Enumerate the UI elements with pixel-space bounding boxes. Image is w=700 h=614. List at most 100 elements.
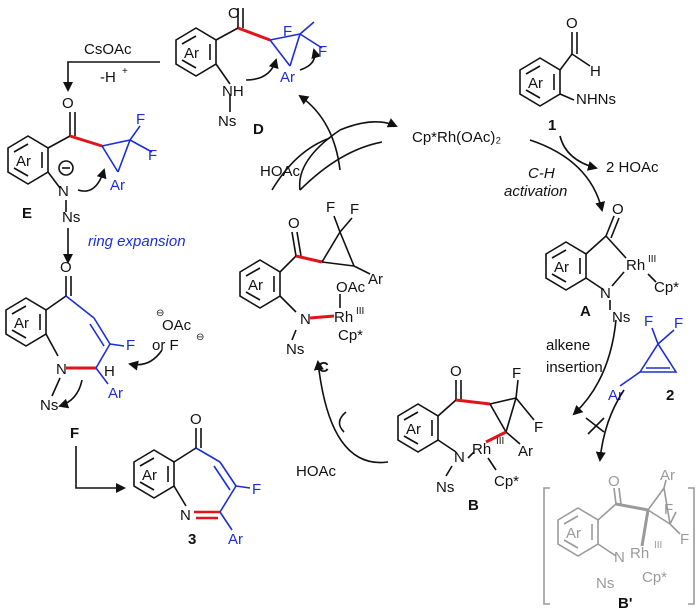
E-f1-label: F xyxy=(136,111,145,128)
D-ar2-label: Ar xyxy=(280,69,295,86)
E-ar-label: Ar xyxy=(16,153,31,170)
intermediate-B xyxy=(397,379,535,477)
C-cp-label: Cp* xyxy=(338,327,363,344)
C-rh-ox: III xyxy=(356,306,364,317)
C-n-label: N xyxy=(300,311,311,328)
Bp-o-label: O xyxy=(608,473,620,490)
ch-activation-line1: C-H xyxy=(528,165,555,182)
Bp-n-label: N xyxy=(614,549,625,566)
D-ns-label: Ns xyxy=(218,113,236,130)
B-n-label: N xyxy=(454,449,465,466)
label-D: D xyxy=(253,121,264,138)
hoac-bottom-label: HOAc xyxy=(296,463,337,480)
hoac-top-label: HOAc xyxy=(260,163,301,180)
C-ar2-label: Ar xyxy=(368,271,383,288)
product-3 xyxy=(133,428,251,531)
2-f2-label: F xyxy=(674,315,683,332)
csoac-arrow xyxy=(63,61,160,92)
B-f1-label: F xyxy=(512,365,521,382)
compound-D xyxy=(175,8,323,112)
B-rh-label: Rh xyxy=(472,441,491,458)
F-o-label: O xyxy=(60,259,72,276)
F-ar-label: Ar xyxy=(14,315,29,332)
D-f2-label: F xyxy=(318,43,327,60)
C-o-label: O xyxy=(288,215,300,232)
B-rh-ox: III xyxy=(496,436,504,447)
D-o-label: O xyxy=(228,5,240,22)
F-n-label: N xyxy=(56,361,67,378)
ch-activation-line2: activation xyxy=(504,183,567,200)
compound-E xyxy=(7,112,153,212)
B-ar-label: Ar xyxy=(406,421,421,438)
f-to-3-arrow xyxy=(75,446,126,493)
F-f-label: F xyxy=(126,337,135,354)
label-C: C xyxy=(318,359,329,376)
Bp-f2-label: F xyxy=(680,531,689,548)
intermediate-B-prime xyxy=(543,479,695,605)
1-o-label: O xyxy=(566,15,578,32)
plus-sign: + xyxy=(122,66,128,77)
label-B-prime: B' xyxy=(618,595,632,612)
Bp-cp-label: Cp* xyxy=(642,569,667,586)
or-f-label: or F xyxy=(152,337,179,354)
1-nhns-label: NHNs xyxy=(576,91,616,108)
E-n-label: N xyxy=(58,183,69,200)
label-3: 3 xyxy=(188,531,196,548)
D-ar-label: Ar xyxy=(184,45,199,62)
C-rh-label: Rh xyxy=(334,309,353,326)
A-rh-label: Rh xyxy=(626,257,645,274)
A-ns-label: Ns xyxy=(612,309,630,326)
label-F: F xyxy=(70,425,79,442)
Bp-ar-label: Ar xyxy=(566,525,581,542)
3-o-label: O xyxy=(190,411,202,428)
B-f2-label: F xyxy=(534,419,543,436)
C-oac-label: OAc xyxy=(336,279,366,296)
two-hoac-label: 2 HOAc xyxy=(606,159,659,176)
1-ar-label: Ar xyxy=(528,75,543,92)
2-ar-label: Ar xyxy=(608,387,623,404)
alkene-insertion-line2: insertion xyxy=(546,359,603,376)
oac-label: OAc xyxy=(162,317,192,334)
disfavored-arrow xyxy=(585,389,625,462)
rh-catalyst-label: Cp*Rh(OAc)₂ xyxy=(412,129,501,146)
Bp-rh-label: Rh xyxy=(630,545,649,562)
cycle-arrows xyxy=(271,94,617,464)
F-ar2-label: Ar xyxy=(108,385,123,402)
B-o-label: O xyxy=(450,363,462,380)
A-o-label: O xyxy=(612,201,624,218)
f-charge: ⊖ xyxy=(196,332,204,343)
3-f-label: F xyxy=(252,481,261,498)
A-cp-label: Cp* xyxy=(654,279,679,296)
csoac-label: CsOAc xyxy=(84,41,132,58)
Bp-rh-ox: III xyxy=(654,540,662,551)
A-n-label: N xyxy=(600,285,611,302)
Bp-ar2-label: Ar xyxy=(660,467,675,484)
F-h-label: H xyxy=(104,363,115,380)
F-ns-label: Ns xyxy=(40,397,58,414)
C-f2-label: F xyxy=(350,201,359,218)
E-ar2-label: Ar xyxy=(110,177,125,194)
C-ns-label: Ns xyxy=(286,341,304,358)
E-o-label: O xyxy=(62,95,74,112)
label-1: 1 xyxy=(548,117,556,134)
3-n-label: N xyxy=(180,507,191,524)
A-ar-label: Ar xyxy=(554,259,569,276)
1-h-label: H xyxy=(590,63,601,80)
E-f2-label: F xyxy=(148,147,157,164)
D-f1-label: F xyxy=(283,23,292,40)
compound-2 xyxy=(619,327,678,387)
label-B: B xyxy=(468,497,479,514)
oac-charge: ⊖ xyxy=(156,308,164,319)
label-E: E xyxy=(22,205,32,222)
Bp-f1-label: F xyxy=(664,501,673,518)
compound-F xyxy=(5,276,163,409)
C-f1-label: F xyxy=(326,199,335,216)
C-ar-label: Ar xyxy=(248,277,263,294)
label-2: 2 xyxy=(666,387,674,404)
E-ns-label: Ns xyxy=(62,209,80,226)
B-cp-label: Cp* xyxy=(494,473,519,490)
minus-h-label: -H xyxy=(100,69,116,86)
intermediate-A xyxy=(545,215,657,310)
